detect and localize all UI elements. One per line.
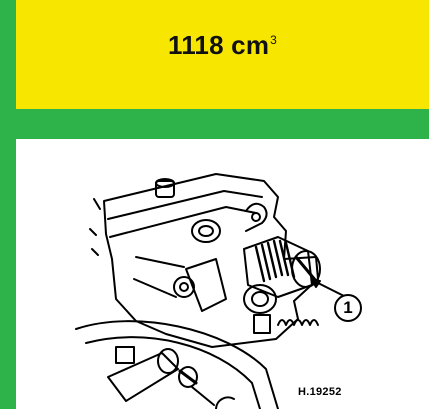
displacement-unit-superscript: 3 <box>270 33 278 48</box>
figure-reference-code: H.19252 <box>298 386 342 398</box>
second-callout-partial <box>215 396 235 409</box>
lower-ring <box>243 284 277 314</box>
top-bolt-head <box>155 178 175 188</box>
lower-frame-curve-2 <box>85 336 261 409</box>
lower-pipe <box>107 352 179 402</box>
technical-illustration-panel: 1 H.19252 <box>16 139 429 409</box>
drain-screw <box>178 366 198 388</box>
upper-rail-2 <box>109 206 257 238</box>
engine-block-outline <box>103 173 319 348</box>
lower-ring-inner <box>251 291 269 307</box>
engine-line-drawing <box>75 173 347 409</box>
thread-lines <box>254 239 296 283</box>
upper-boss-inner <box>198 225 214 237</box>
screw-cap <box>291 250 321 288</box>
lower-pipe-end <box>157 348 179 374</box>
drain-screw-slot <box>178 369 198 385</box>
lower-nut <box>115 346 135 364</box>
mounting-lug <box>245 202 268 232</box>
linkage-pivot <box>173 276 195 298</box>
linkage-lever <box>185 258 227 312</box>
callout-arrow <box>311 279 321 288</box>
return-spring <box>277 319 319 326</box>
top-bolt <box>155 180 175 198</box>
linkage-pivot-inner <box>179 282 189 292</box>
callout-number-1: 1 <box>334 294 362 322</box>
left-tube <box>133 256 185 298</box>
second-leader <box>191 386 215 406</box>
threaded-housing <box>243 236 313 298</box>
mounting-lug-hole <box>251 212 261 222</box>
upper-boss <box>191 219 221 243</box>
left-edge <box>89 198 101 256</box>
engine-displacement-title: 1118 cm3 <box>16 30 429 61</box>
upper-rail <box>107 190 263 220</box>
title-band: 1118 cm3 <box>16 0 429 109</box>
lower-frame-curve <box>75 320 279 409</box>
spring-bracket <box>253 314 271 334</box>
displacement-value: 1118 cm <box>167 30 270 60</box>
screw-slot <box>294 255 318 283</box>
